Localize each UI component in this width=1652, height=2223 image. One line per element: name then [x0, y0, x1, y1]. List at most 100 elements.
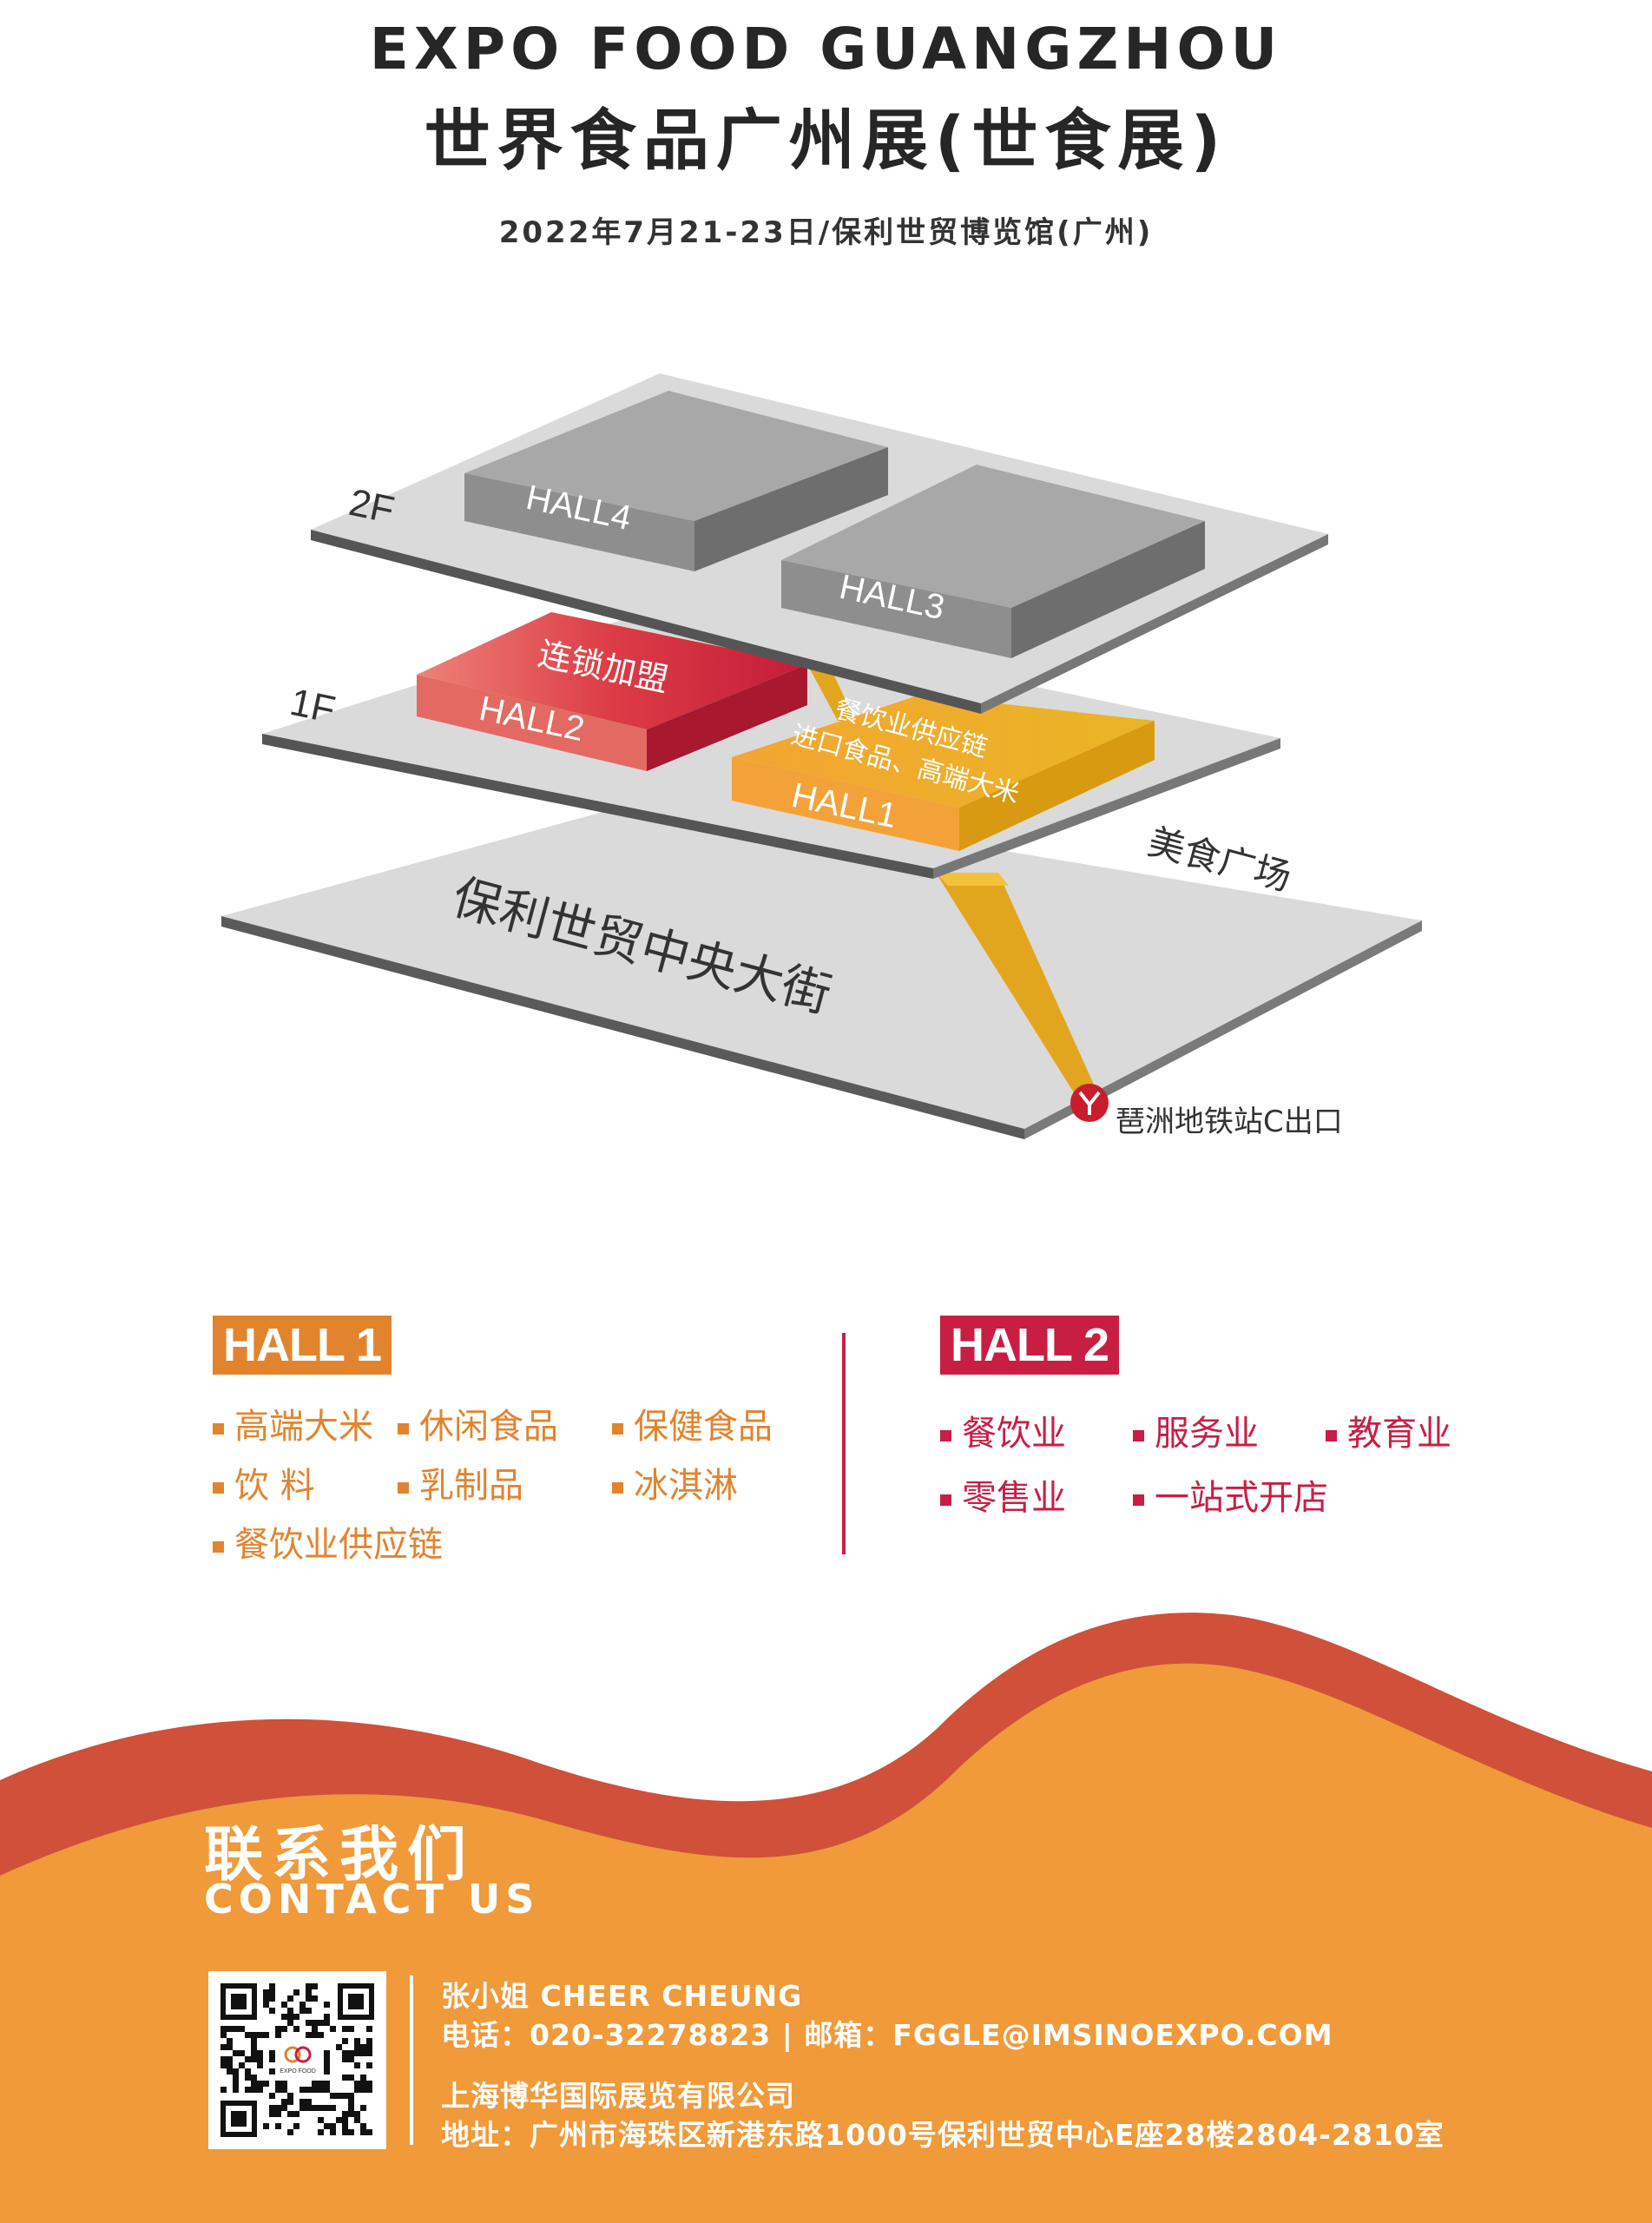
qr-module	[360, 2044, 366, 2050]
qr-module	[233, 2050, 239, 2056]
qr-module	[330, 2105, 336, 2111]
hall2-tag: HALL 2	[940, 1316, 1120, 1375]
bullet-icon	[940, 1429, 951, 1441]
qr-module	[269, 2068, 275, 2075]
contact-person: 张小姐 CHEER CHEUNG	[441, 1979, 803, 2013]
qr-module	[336, 2117, 342, 2123]
qr-module	[269, 1995, 275, 2002]
qr-module	[263, 2081, 269, 2087]
floor-1-label: 1F	[286, 681, 339, 732]
qr-module	[342, 2123, 348, 2129]
qr-module	[354, 2117, 360, 2123]
qr-module	[354, 2081, 360, 2087]
bullet-icon	[1326, 1429, 1337, 1441]
bullet-icon	[1133, 1429, 1144, 1441]
qr-module	[312, 2105, 318, 2111]
qr-module	[257, 2032, 263, 2038]
qr-module	[269, 2008, 275, 2014]
qr-module	[263, 2123, 269, 2129]
qr-module	[306, 1983, 312, 1989]
qr-module	[269, 2105, 275, 2111]
hall2-category: 服务业	[1133, 1405, 1259, 1455]
ground-platform	[221, 795, 1422, 1139]
section-divider	[842, 1333, 846, 1554]
qr-module	[220, 2062, 227, 2068]
floor-connector	[807, 664, 855, 721]
qr-module	[269, 2056, 275, 2062]
qr-module	[251, 2081, 257, 2087]
qr-module	[366, 2038, 372, 2044]
company-name: 上海博华国际展览有限公司	[441, 2079, 795, 2113]
qr-module	[342, 2111, 348, 2117]
bullet-icon	[398, 1481, 409, 1494]
qr-module	[342, 2056, 348, 2062]
qr-module	[245, 2056, 251, 2062]
qr-module	[275, 2123, 281, 2129]
hall3-block	[781, 465, 1205, 658]
qr-module	[312, 2081, 318, 2087]
qr-module	[306, 2020, 312, 2026]
qr-module	[287, 2020, 293, 2026]
qr-module	[269, 1989, 275, 1995]
company-address: 地址：广州市海珠区新港东路1000号保利世贸中心E座28楼2804-2810室	[441, 2118, 1445, 2152]
hall1-category: 休闲食品	[398, 1398, 558, 1448]
qr-module	[263, 1995, 269, 2002]
qr-module	[348, 2075, 354, 2081]
qr-module	[245, 2032, 251, 2038]
qr-module	[324, 2087, 330, 2093]
qr-module	[263, 2002, 269, 2008]
qr-module	[318, 2087, 324, 2093]
hall1-category: 饮 料	[213, 1457, 315, 1507]
qr-module	[299, 2008, 306, 2014]
qr-module	[342, 2093, 348, 2099]
qr-module	[287, 2099, 293, 2105]
qr-module	[360, 2123, 366, 2129]
qr-module	[251, 2032, 257, 2038]
contact-heading-en: CONTACT US	[204, 1876, 540, 1923]
qr-module	[306, 1995, 312, 2002]
bullet-icon	[1133, 1494, 1144, 1506]
hall2-category: 餐饮业	[940, 1405, 1066, 1455]
contact-phone-email[interactable]: 电话：020-32278823 | 邮箱：FGGLE@IMSINOEXPO.CO…	[441, 2018, 1333, 2052]
qr-module	[366, 2044, 372, 2050]
qr-module	[366, 2026, 372, 2032]
hall1-category: 餐饮业供应链	[213, 1516, 443, 1567]
qr-module	[281, 2081, 287, 2087]
metro-path	[936, 873, 1098, 1097]
qr-module	[293, 2014, 299, 2020]
qr-module	[287, 2093, 293, 2099]
qr-module	[348, 2050, 354, 2056]
qr-module	[348, 2099, 354, 2105]
qr-module	[348, 2129, 354, 2135]
qr-module	[366, 2062, 372, 2068]
qr-module	[239, 2050, 245, 2056]
qr-module	[324, 2105, 330, 2111]
qr-module	[293, 2026, 299, 2032]
qr-module	[318, 2129, 324, 2135]
qr-module	[348, 2093, 354, 2099]
qr-module	[275, 2032, 281, 2038]
qr-module	[239, 2062, 245, 2068]
qr-module	[233, 2087, 239, 2093]
qr-module	[318, 2020, 324, 2026]
qr-module	[227, 2068, 233, 2075]
hall2-category: 教育业	[1326, 1405, 1451, 1455]
qr-module	[324, 2014, 330, 2020]
bullet-icon	[213, 1422, 224, 1435]
qr-module	[366, 2087, 372, 2093]
qr-module	[299, 2002, 306, 2008]
qr-code[interactable]: EXPO FOOD	[208, 1971, 386, 2149]
metro-exit-label: 琶洲地铁站C出口	[1116, 1105, 1343, 1139]
qr-module	[312, 2020, 318, 2026]
title-chinese: 世界食品广州展(世食展)	[424, 102, 1228, 179]
qr-module	[318, 2081, 324, 2087]
qr-module	[263, 2032, 269, 2038]
qr-module	[275, 2026, 281, 2032]
qr-module	[366, 2050, 372, 2056]
qr-module	[263, 1989, 269, 1995]
qr-module	[281, 2026, 287, 2032]
qr-module	[299, 2087, 306, 2093]
qr-module	[318, 2105, 324, 2111]
contact-heading-cn: 联系我们	[204, 1821, 476, 1890]
qr-module	[299, 2099, 306, 2105]
